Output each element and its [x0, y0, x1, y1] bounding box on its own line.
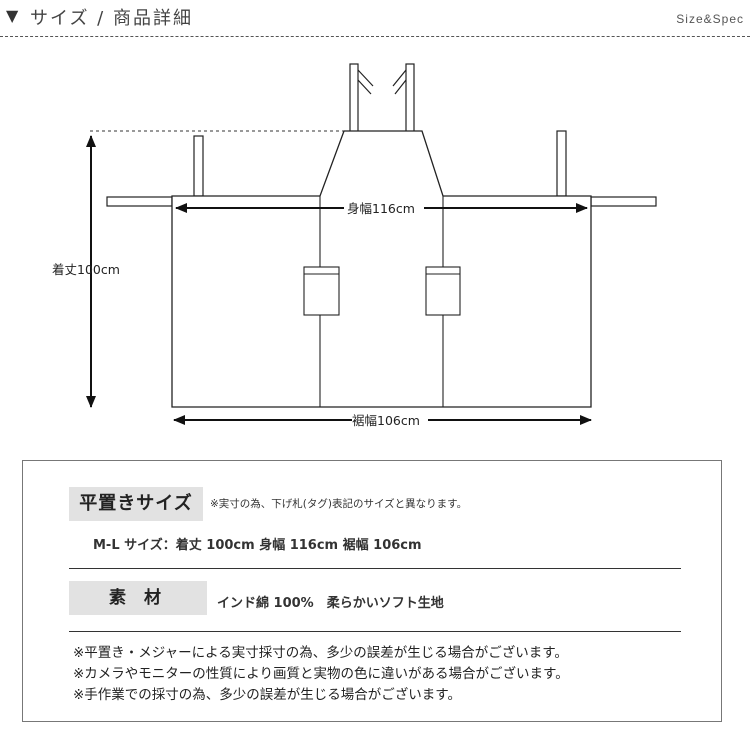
hem-label: 裾幅106cm: [352, 413, 420, 428]
neck-strap-left: [349, 63, 374, 133]
tie-tab-right: [556, 130, 567, 197]
length-label: 着丈100cm: [52, 262, 120, 277]
pocket-left: [303, 266, 340, 316]
pocket-right: [425, 266, 461, 316]
apron-size-diagram: 着丈100cm 身幅116cm 裾幅106cm: [52, 63, 657, 429]
section-title: サイズ / 商品詳細: [30, 8, 193, 29]
spec-box: 平置きサイズ ※実寸の為、下げ札(タグ)表記のサイズと異なります。 M-L サイ…: [22, 460, 722, 722]
section-header: ▼ サイズ / 商品詳細 Size&Spec: [0, 0, 750, 40]
flat-size-tag: 平置きサイズ: [69, 487, 203, 521]
waist-tie-left: [106, 196, 173, 207]
footnote-color: ※カメラやモニターの性質により画質と実物の色に違いがある場合がございます。: [73, 666, 569, 682]
divider-2: [69, 631, 681, 632]
footnote-measurement: ※平置き・メジャーによる実寸採寸の為、多少の誤差が生じる場合がございます。: [73, 645, 568, 661]
material-tag: 素 材: [69, 581, 207, 615]
size-line: M-L サイズ：着丈 100cm 身幅 116cm 裾幅 106cm: [93, 538, 422, 553]
footnotes: ※平置き・メジャーによる実寸採寸の為、多少の誤差が生じる場合がございます。 ※カ…: [73, 643, 569, 706]
waist-tie-right: [590, 196, 657, 207]
neck-strap-right: [392, 63, 415, 133]
divider-1: [69, 568, 681, 569]
apron-outline: [171, 130, 592, 408]
width-label: 身幅116cm: [347, 201, 415, 216]
section-subtitle: Size&Spec: [676, 12, 744, 26]
flat-size-note: ※実寸の為、下げ札(タグ)表記のサイズと異なります。: [210, 498, 468, 510]
dashed-divider: [0, 36, 750, 37]
material-text: インド綿 100% 柔らかいソフト生地: [217, 596, 444, 611]
tie-tab-left: [193, 135, 204, 197]
footnote-handwork: ※手作業での採寸の為、多少の誤差が生じる場合がございます。: [73, 687, 461, 703]
triangle-icon: ▼: [6, 6, 19, 25]
